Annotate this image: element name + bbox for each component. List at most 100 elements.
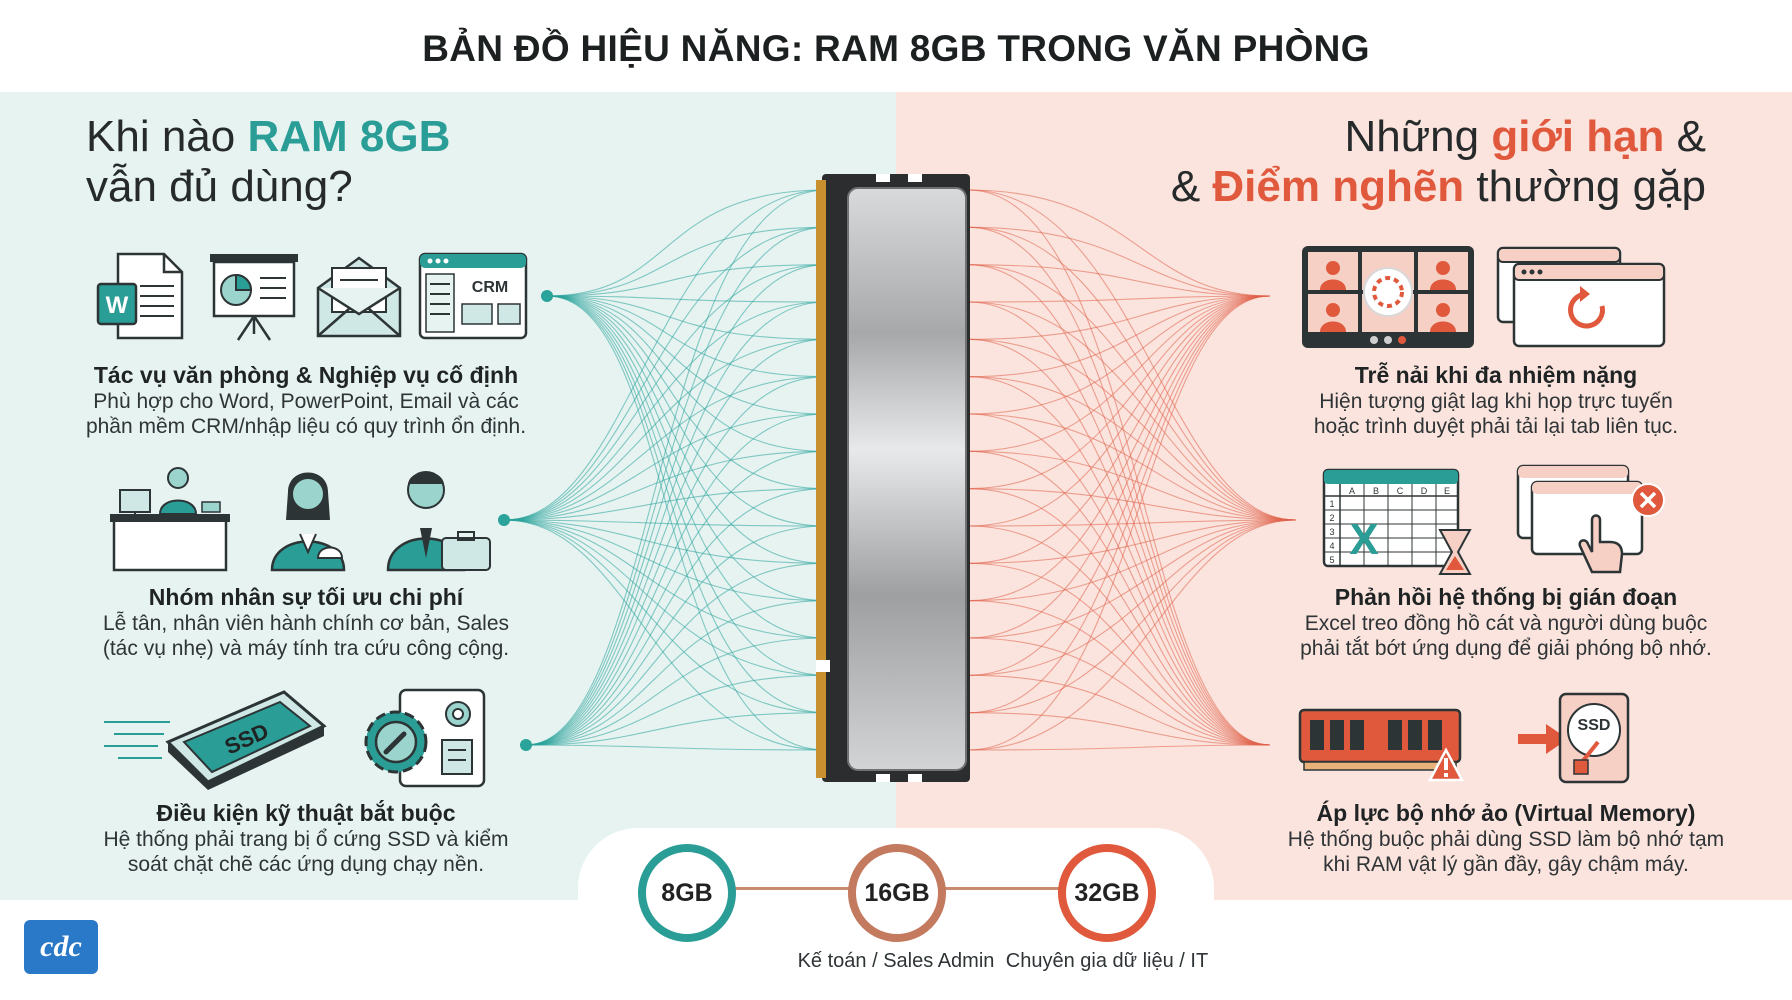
connector-curve (967, 413, 1297, 521)
receptionist-desk-icon (110, 467, 230, 572)
connector-curve (525, 744, 827, 751)
right-heading-amp-2: & (1170, 162, 1213, 211)
connector-curve (546, 295, 827, 378)
connector-curve (546, 295, 827, 340)
connector-curve (967, 338, 1271, 746)
connector-curve (525, 264, 827, 746)
item-desc: Phù hợp cho Word, PowerPoint, Email và c… (93, 390, 519, 413)
connector-curve (525, 488, 827, 746)
right-item-virtual-memory: Áp lực bộ nhớ ảo (Virtual Memory) Hệ thố… (1246, 800, 1766, 877)
left-heading-line2: vẫn đủ dùng? (86, 162, 353, 211)
connector-curve (967, 189, 1271, 746)
item-desc: Lễ tân, nhân viên hành chính cơ bản, Sal… (102, 612, 510, 635)
connector-curve (546, 295, 827, 639)
excel-hourglass-icon: A B C D E 1 2 3 4 5 X (1322, 468, 1472, 575)
item-desc: phần mềm CRM/nhập liệu có quy trình ổn đ… (85, 415, 527, 438)
company-logo: cdc (24, 920, 98, 974)
connector-dot (498, 514, 510, 526)
left-heading: Khi nào RAM 8GB vẫn đủ dùng? (86, 112, 606, 212)
item-desc: Hiện tượng giật lag khi họp trực tuyến (1319, 390, 1673, 413)
connector-curve (546, 295, 827, 490)
connector-curve (967, 264, 1271, 746)
connector-curve (967, 295, 1271, 340)
arrow-right-icon (1518, 724, 1568, 754)
ram-16gb-label: 16GB (864, 878, 930, 907)
connector-curve (967, 295, 1271, 378)
left-heading-text: Khi nào (86, 112, 248, 161)
video-meeting-icon (1302, 246, 1474, 348)
ram-8gb-node: 8GB (638, 844, 736, 942)
connector-curve (967, 226, 1271, 297)
row-label: 2 (1329, 513, 1334, 523)
female-staff-icon (270, 472, 346, 572)
connector-dot (541, 290, 553, 302)
connector-curve (967, 295, 1271, 452)
connector-curve (503, 519, 827, 639)
connector-curve (525, 525, 827, 746)
connector-curve (967, 637, 1271, 746)
connector-curve (967, 450, 1271, 746)
row-label: 1 (1329, 499, 1334, 509)
row-label: 4 (1329, 541, 1334, 551)
connector-curve (967, 295, 1271, 490)
connector-curve (503, 519, 827, 676)
connector-curve (525, 562, 827, 746)
item-desc: phải tắt bớt ứng dụng để giải phóng bộ n… (1300, 637, 1712, 660)
left-heading-highlight: RAM 8GB (247, 112, 451, 161)
logo-text: cdc (40, 930, 82, 963)
connector-curve (503, 189, 827, 521)
connector-curve (525, 637, 827, 746)
connector-curve (967, 295, 1271, 602)
connector-curve (546, 295, 827, 751)
ssd-storage-label: SSD (1578, 717, 1611, 734)
connector-curve (525, 712, 827, 746)
connector-curve (546, 226, 827, 297)
connector-curve (967, 295, 1271, 415)
email-envelope-icon (316, 256, 402, 338)
ram-module-icon (816, 174, 970, 782)
connector-curve (967, 600, 1271, 746)
connector-curve (967, 744, 1271, 751)
item-desc: Hệ thống phải trang bị ổ cứng SSD và kiể… (103, 828, 509, 851)
connector-curve (546, 264, 827, 297)
connector-curve (967, 488, 1297, 521)
right-item-response-interrupt: Phản hồi hệ thống bị gián đoạn Excel tre… (1246, 584, 1766, 661)
connector-curve (967, 226, 1297, 521)
ssd-drive-icon: SSD (104, 690, 327, 790)
right-heading-highlight-2: Điểm nghẽn (1212, 162, 1465, 211)
connector-curve (967, 519, 1297, 676)
connector-curve (967, 450, 1297, 521)
browser-reload-icon (1496, 246, 1666, 348)
item-desc: khi RAM vật lý gần đầy, gây chậm máy. (1323, 853, 1689, 876)
item-title: Nhóm nhân sự tối ưu chi phí (148, 584, 464, 610)
connector-curve (967, 712, 1271, 746)
right-heading: Những giới hạn & & Điểm nghẽn thường gặp (1090, 112, 1706, 212)
connector-curve (967, 519, 1297, 527)
item-title: Trễ nải khi đa nhiệm nặng (1354, 362, 1638, 388)
connector-curve (967, 264, 1271, 297)
connector-curve (503, 450, 827, 521)
item-desc: (tác vụ nhẹ) và máy tính tra cứu công cộ… (102, 637, 510, 660)
page-title: BẢN ĐỒ HIỆU NĂNG: RAM 8GB TRONG VĂN PHÒN… (422, 28, 1370, 69)
right-connectors (967, 189, 1297, 751)
connector-curve (525, 376, 827, 746)
ssd-storage-icon: SSD (1558, 692, 1630, 784)
connector-curve (967, 189, 1297, 521)
ram-16gb-node: 16GB (848, 844, 946, 942)
ram-overload-icon (1298, 708, 1465, 782)
ram-32gb-label: 32GB (1074, 878, 1140, 907)
item-title: Áp lực bộ nhớ ảo (Virtual Memory) (1316, 800, 1696, 826)
right-heading-highlight-1: giới hạn (1491, 112, 1665, 161)
ram-32gb-caption: Chuyên gia dữ liệu / IT (1005, 950, 1209, 972)
connector-curve (546, 295, 827, 303)
right-heading-amp: & (1664, 112, 1706, 161)
column-label: D (1421, 486, 1428, 496)
connector-curve (525, 301, 827, 746)
connector-curve (967, 413, 1271, 746)
connector-curve (525, 674, 827, 746)
right-item-multitask-lag: Trễ nải khi đa nhiệm nặng Hiện tượng giậ… (1246, 362, 1746, 439)
connector-curve (967, 488, 1271, 746)
connector-curve (546, 189, 827, 297)
sales-staff-icon (386, 471, 491, 572)
connector-curve (525, 450, 827, 746)
